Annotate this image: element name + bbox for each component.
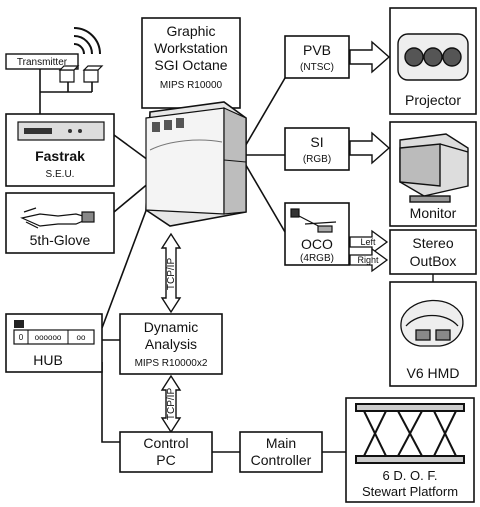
projector-icon: [397, 33, 469, 81]
fastrak-box: Fastrak S.E.U.: [5, 113, 115, 187]
stereo-outbox-box: Stereo OutBox: [389, 229, 477, 275]
stereo-right-label: Right: [357, 255, 379, 265]
pvb-output-arrow: [349, 40, 391, 74]
hub-label: HUB: [33, 352, 63, 368]
si-box: SI (RGB): [284, 127, 350, 171]
tcpip-label-top: TCP/IP: [166, 258, 177, 291]
stewart-platform-icon: [355, 403, 465, 464]
fastrak-title: Fastrak: [35, 148, 85, 164]
workstation-box: Graphic Workstation SGI Octane MIPS R100…: [141, 17, 241, 109]
dynamic-analysis-box: Dynamic Analysis MIPS R10000x2: [119, 313, 223, 375]
oco-box: OCO (4RGB): [284, 202, 350, 266]
glove-icon: [20, 207, 95, 229]
transmitter-box: Transmitter: [5, 53, 79, 70]
si-output-arrow: [349, 131, 391, 165]
stewart-platform-box: 6 D. O. F. Stewart Platform: [345, 397, 475, 503]
dynamic-line1: Dynamic: [144, 319, 198, 335]
glove-label: 5th-Glove: [30, 232, 91, 248]
head-mounted-display-icon: [400, 299, 464, 347]
workstation-line4: MIPS R10000: [160, 80, 223, 91]
pvb-subtitle: (NTSC): [300, 62, 334, 73]
hub-box: 0 oooooo oo HUB: [5, 313, 103, 373]
stereo-left-label: Left: [360, 237, 376, 247]
workstation-line3: SGI Octane: [154, 57, 227, 73]
pvb-box: PVB (NTSC): [284, 35, 350, 79]
stereo-left-arrow: Left: [349, 229, 389, 255]
fastrak-subtitle: S.E.U.: [46, 169, 75, 180]
si-title: SI: [310, 134, 323, 150]
dynamic-line3: MIPS R10000x2: [135, 358, 208, 369]
hmd-box: V6 HMD: [389, 281, 477, 387]
platform-line2: Stewart Platform: [362, 484, 458, 499]
stereo-line2: OutBox: [410, 253, 457, 269]
tcpip-link-bottom: TCP/IP: [160, 374, 182, 434]
si-subtitle: (RGB): [303, 154, 331, 165]
hub-port-3: oo: [77, 333, 86, 342]
control-line2: PC: [156, 452, 175, 468]
platform-line1: 6 D. O. F.: [383, 468, 438, 483]
tcpip-label-bottom: TCP/IP: [166, 388, 177, 421]
pvb-title: PVB: [303, 42, 331, 58]
control-line1: Control: [143, 435, 188, 451]
main-controller-box: Main Controller: [239, 431, 323, 473]
projector-box: Projector: [389, 7, 477, 115]
oco-subtitle: (4RGB): [300, 253, 334, 264]
fastrak-unit-icon: [17, 121, 105, 141]
oco-title: OCO: [301, 236, 333, 252]
hub-port-2: oooooo: [35, 333, 62, 342]
monitor-icon: [399, 133, 469, 203]
circuit-board-icon: [290, 208, 337, 233]
workstation-line2: Workstation: [154, 40, 228, 56]
sgi-octane-computer-icon: [145, 101, 247, 227]
tcpip-link-top: TCP/IP: [160, 232, 182, 314]
monitor-label: Monitor: [410, 205, 457, 221]
stereo-right-arrow: Right: [349, 247, 389, 273]
sensor-receivers-icon: [58, 65, 104, 83]
monitor-box: Monitor: [389, 121, 477, 227]
transmitter-label: Transmitter: [17, 57, 68, 68]
wireless-signal-icon: [73, 27, 101, 55]
main-controller-line2: Controller: [251, 452, 312, 468]
stereo-line1: Stereo: [412, 235, 453, 251]
hub-device-icon: [13, 329, 95, 345]
workstation-line1: Graphic: [166, 23, 215, 39]
main-controller-line1: Main: [266, 435, 296, 451]
glove-box: 5th-Glove: [5, 192, 115, 254]
control-pc-box: Control PC: [119, 431, 213, 473]
projector-label: Projector: [405, 92, 461, 108]
dynamic-line2: Analysis: [145, 336, 197, 352]
hub-port-1: 0: [19, 333, 24, 342]
hmd-label: V6 HMD: [407, 365, 460, 381]
